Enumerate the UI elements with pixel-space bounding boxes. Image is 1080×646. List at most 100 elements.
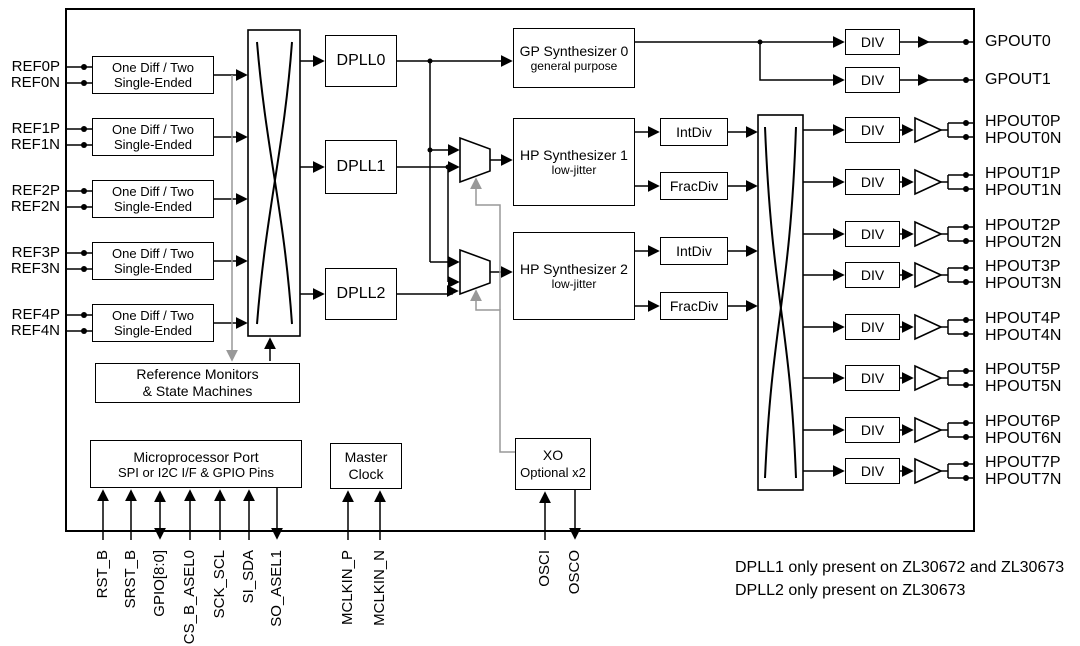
fracdiv-hp1: FracDiv	[660, 172, 728, 200]
box-title: HP Synthesizer 2	[520, 261, 628, 277]
div-hpout5: DIV	[845, 365, 900, 391]
box-text: Single-Ended	[113, 323, 193, 338]
pin-label-mclkin-n: MCLKIN_N	[371, 550, 388, 626]
box-text: Single-Ended	[113, 199, 193, 214]
footnote-dpll1: DPLL1 only present on ZL30672 and ZL3067…	[735, 559, 1065, 576]
pin-label-ref1n: REF1N	[10, 136, 60, 153]
div-hpout4: DIV	[845, 314, 900, 340]
ref-input-stage-1: One Diff / Two Single-Ended	[92, 118, 214, 156]
output-buffer-7	[914, 457, 943, 485]
ref-label-3: REF3P REF3N	[2, 245, 60, 277]
box-subtitle: & State Machines	[142, 383, 253, 399]
dpll2-block: DPLL2	[325, 268, 397, 320]
div-label: DIV	[860, 319, 885, 335]
pin-label: HPOUT0P	[985, 113, 1061, 130]
output-buffer-1	[914, 168, 943, 196]
box-text: Single-Ended	[113, 137, 193, 152]
div-hpout1: DIV	[845, 169, 900, 195]
hp-synthesizer-2: HP Synthesizer 2 low-jitter	[513, 232, 635, 320]
chip-boundary	[65, 8, 975, 532]
div-hpout6: DIV	[845, 417, 900, 443]
crossbar-to-dpll-arrows	[300, 55, 325, 300]
bottom-pin-labels: RST_B SRST_B GPIO[8:0] CS_B_ASEL0 SCK_SC…	[94, 550, 583, 644]
footnotes: DPLL1 only present on ZL30672 and ZL3067…	[735, 556, 1064, 602]
output-buffer-6	[914, 416, 943, 444]
intdiv-hp2: IntDiv	[660, 237, 728, 265]
dpll1-block: DPLL1	[325, 140, 397, 194]
ref-input-stage-4: One Diff / Two Single-Ended	[92, 304, 214, 342]
div-gpout0: DIV	[845, 29, 900, 55]
ref-label-4: REF4P REF4N	[2, 307, 60, 339]
div-hpout2: DIV	[845, 221, 900, 247]
pin-label-mclkin-p: MCLKIN_P	[339, 550, 356, 625]
hpout6-labels: HPOUT6P HPOUT6N	[985, 413, 1061, 447]
box-text: One Diff / Two	[112, 184, 194, 199]
hpout5-labels: HPOUT5P HPOUT5N	[985, 361, 1061, 395]
ref-label-1: REF1P REF1N	[2, 121, 60, 153]
div-label: DIV	[860, 122, 885, 138]
crossbar-to-div-arrows	[803, 124, 845, 477]
output-buffer-5	[914, 364, 943, 392]
div-gpout1: DIV	[845, 67, 900, 93]
xo-block: XO Optional x2	[515, 438, 591, 490]
dpll-select-muxes	[459, 136, 513, 296]
output-buffer-4	[914, 313, 943, 341]
pin-label-ref1p: REF1P	[11, 120, 60, 137]
hpout4-labels: HPOUT4P HPOUT4N	[985, 310, 1061, 344]
ref-pin-dots	[81, 64, 87, 334]
dpll0-label: DPLL0	[336, 52, 386, 69]
output-buffer-2	[914, 220, 943, 248]
mux-hp1	[459, 136, 491, 184]
pin-label: HPOUT0N	[985, 130, 1062, 147]
intdiv-hp1: IntDiv	[660, 118, 728, 146]
reference-monitors-block: Reference Monitors & State Machines	[95, 363, 300, 403]
ref-input-stage-3: One Diff / Two Single-Ended	[92, 242, 214, 280]
pin-label: HPOUT5N	[985, 378, 1062, 395]
output-crossbar-switch	[757, 114, 804, 491]
fracdiv-hp2: FracDiv	[660, 292, 728, 320]
output-buffers-and-pins	[900, 116, 975, 485]
box-text: One Diff / Two	[112, 246, 194, 261]
ref-label-0: REF0P REF0N	[2, 59, 60, 91]
output-buffer-3	[914, 261, 943, 289]
div-label: DIV	[860, 174, 885, 190]
fracdiv-label: FracDiv	[669, 298, 719, 314]
pin-label-ref0n: REF0N	[10, 74, 60, 91]
gpout0-label: GPOUT0	[985, 34, 1051, 50]
box-title: GP Synthesizer 0	[519, 43, 629, 59]
box-title: XO	[542, 447, 564, 463]
div-label: DIV	[860, 422, 885, 438]
xo-reference-lines	[470, 177, 516, 453]
master-clock-block: Master Clock	[330, 443, 402, 489]
ref-input-stage-0: One Diff / Two Single-Ended	[92, 56, 214, 94]
pin-label: HPOUT2N	[985, 234, 1062, 251]
pin-label-ref3p: REF3P	[11, 244, 60, 261]
div-label: DIV	[860, 267, 885, 283]
pin-label: HPOUT6N	[985, 430, 1062, 447]
ref-pin-stubs	[65, 66, 92, 332]
box-subtitle: low-jitter	[551, 277, 597, 291]
pin-label-gpio: GPIO[8:0]	[151, 550, 168, 617]
box-text: Single-Ended	[113, 75, 193, 90]
mux-hp2	[459, 248, 491, 296]
box-subtitle: SPI or I2C I/F & GPIO Pins	[117, 464, 275, 480]
div-label: DIV	[860, 72, 885, 88]
ref-to-crossbar-arrows	[214, 69, 248, 329]
box-subtitle: low-jitter	[551, 163, 597, 177]
pin-label-ref4p: REF4P	[11, 306, 60, 323]
box-subtitle: general purpose	[530, 59, 618, 73]
pin-label: HPOUT7P	[985, 454, 1061, 471]
dpll1-label: DPLL1	[336, 158, 386, 175]
hpout2-labels: HPOUT2P HPOUT2N	[985, 217, 1061, 251]
pin-label-ref0p: REF0P	[11, 58, 60, 75]
output-buffer-0	[914, 116, 943, 144]
pin-label-osco: OSCO	[566, 550, 583, 594]
footnote-dpll2: DPLL2 only present on ZL30673	[735, 582, 966, 599]
microprocessor-port-block: Microprocessor Port SPI or I2C I/F & GPI…	[90, 440, 302, 488]
pin-label-osci: OSCI	[536, 550, 553, 587]
pin-label: GPOUT0	[985, 33, 1051, 50]
box-title: Microprocessor Port	[133, 448, 259, 465]
hpout3-labels: HPOUT3P HPOUT3N	[985, 258, 1061, 292]
